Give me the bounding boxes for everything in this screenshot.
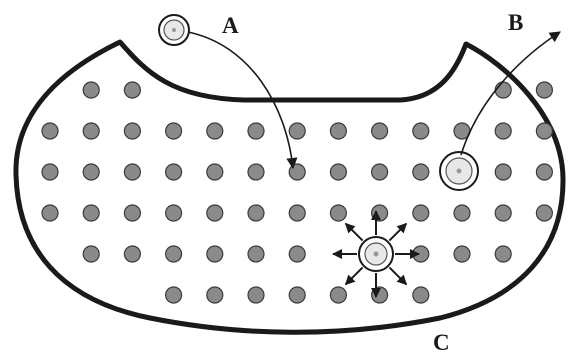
lattice-atom — [83, 123, 99, 139]
lattice-atom — [124, 246, 140, 262]
lattice-atom — [42, 164, 58, 180]
lattice-atom — [248, 164, 264, 180]
lattice-atom — [289, 123, 305, 139]
lattice-atom — [124, 164, 140, 180]
lattice-atom — [83, 246, 99, 262]
lattice-atom — [372, 164, 388, 180]
lattice-atom — [166, 164, 182, 180]
lattice-atom — [536, 123, 552, 139]
lattice-atom — [495, 82, 511, 98]
lattice-atom — [248, 123, 264, 139]
lattice-atom — [330, 123, 346, 139]
lattice-atom — [495, 164, 511, 180]
lattice-atom — [289, 164, 305, 180]
lattice-atom — [207, 205, 223, 221]
lattice-atom — [454, 246, 470, 262]
lattice-atom — [289, 246, 305, 262]
vibration-arrow — [346, 224, 363, 241]
lattice-atom — [372, 287, 388, 303]
lattice-atom — [372, 123, 388, 139]
lattice-atom — [495, 205, 511, 221]
lattice-atom — [166, 205, 182, 221]
lattice-atom — [372, 205, 388, 221]
vibration-arrow — [389, 224, 406, 241]
atom-c — [359, 237, 393, 271]
lattice-atom — [83, 205, 99, 221]
lattice-atom — [289, 287, 305, 303]
lattice-atom — [413, 205, 429, 221]
lattice-atom — [207, 246, 223, 262]
lattice-atom — [166, 123, 182, 139]
lattice-atom — [124, 123, 140, 139]
lattice-atom — [413, 164, 429, 180]
lattice-atom — [124, 205, 140, 221]
lattice-atom — [330, 164, 346, 180]
lattice-atom — [248, 287, 264, 303]
lattice-atom — [207, 164, 223, 180]
lattice-atom — [495, 246, 511, 262]
lattice-atom — [83, 164, 99, 180]
lattice-atom — [42, 205, 58, 221]
lattice-atom — [83, 82, 99, 98]
lattice-atom — [413, 287, 429, 303]
vibration-arrow — [346, 267, 363, 284]
lattice-atom — [248, 205, 264, 221]
atom-a — [159, 15, 189, 45]
lattice-atoms — [42, 82, 552, 303]
lattice-atom — [207, 287, 223, 303]
lattice-atom — [289, 205, 305, 221]
lattice-atom — [495, 123, 511, 139]
lattice-atom — [166, 287, 182, 303]
lattice-atom — [454, 205, 470, 221]
label-b: B — [508, 10, 523, 35]
lattice-atom — [330, 287, 346, 303]
label-c: C — [433, 330, 450, 353]
lattice-atom — [536, 164, 552, 180]
lattice-atom — [42, 123, 58, 139]
lattice-atom — [207, 123, 223, 139]
lattice-atom — [413, 123, 429, 139]
lattice-atom — [248, 246, 264, 262]
label-a: A — [222, 13, 239, 38]
lattice-atom — [166, 246, 182, 262]
atom-b — [440, 152, 478, 190]
lattice-atom — [536, 82, 552, 98]
vibration-arrow — [389, 267, 406, 284]
lattice-atom — [124, 82, 140, 98]
lattice-atom — [330, 205, 346, 221]
lattice-atom — [536, 205, 552, 221]
